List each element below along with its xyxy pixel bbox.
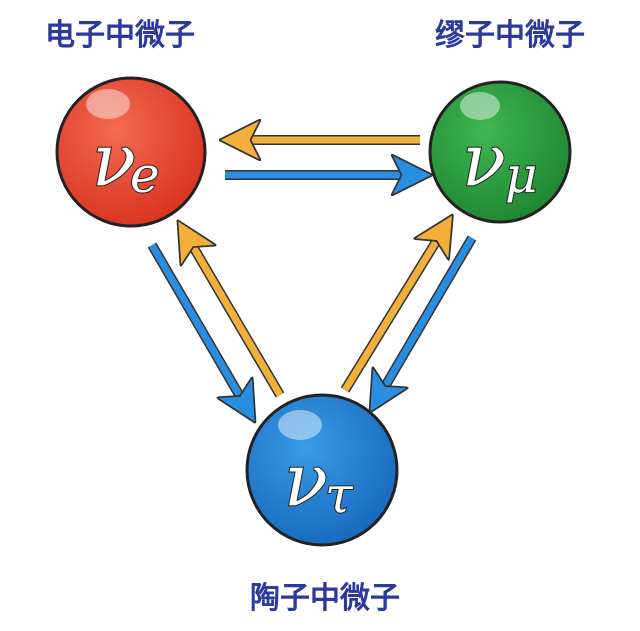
subscript-mu: μ xyxy=(505,146,538,204)
muon-neutrino-label: 缪子中微子 xyxy=(435,18,585,53)
muon-neutrino-node: ν μ xyxy=(428,80,572,224)
nu-symbol: ν xyxy=(92,118,136,202)
electron-neutrino-label: 电子中微子 xyxy=(45,18,195,53)
subscript-e: e xyxy=(130,146,160,204)
nu-symbol: ν xyxy=(284,438,328,522)
arrow-e-to-tau xyxy=(147,242,245,405)
tau-neutrino-node: ν τ xyxy=(245,393,399,547)
arrow-mu-to-tau xyxy=(380,235,477,395)
arrow-tau-to-mu xyxy=(340,232,442,393)
tau-neutrino-label: 陶子中微子 xyxy=(250,581,400,616)
electron-neutrino-node: ν e xyxy=(55,76,207,228)
nu-symbol: ν xyxy=(462,118,506,202)
arrow-tau-to-e xyxy=(188,238,285,398)
subscript-tau: τ xyxy=(325,466,354,524)
